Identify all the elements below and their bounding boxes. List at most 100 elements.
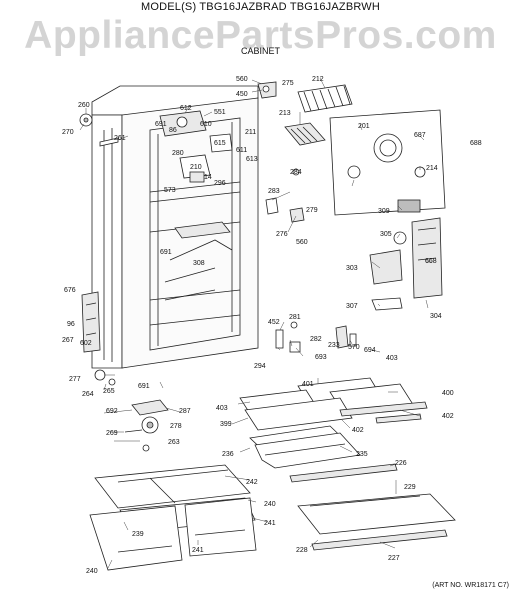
callout-label: 403 [386, 355, 398, 362]
callout-label: 402 [352, 427, 364, 434]
callout-label: 551 [214, 109, 226, 116]
callout-label: 610 [200, 121, 212, 128]
callout-label: 294 [254, 363, 266, 370]
callout-label: 279 [306, 207, 318, 214]
ice-tray [284, 122, 326, 146]
callout-label: 14 [204, 174, 212, 181]
callout-label: 309 [378, 208, 390, 215]
callout-label: 282 [310, 336, 322, 343]
section-title: CABINET [240, 46, 280, 56]
callout-label: 267 [62, 337, 74, 344]
callout-label: 560 [296, 239, 308, 246]
callout-label: 676 [64, 287, 76, 294]
callout-label: 276 [276, 231, 288, 238]
model-header: MODEL(S) TBG16JAZBRAD TBG16JAZBRWH [140, 1, 381, 13]
callout-label: 260 [78, 102, 90, 109]
callout-label: 241 [264, 520, 276, 527]
callout-label: 233 [328, 342, 340, 349]
callout-label: 602 [80, 340, 92, 347]
watermark: AppliancePartsPros.com [24, 14, 497, 57]
callout-label: 240 [86, 568, 98, 575]
callout-label: 269 [106, 430, 118, 437]
art-number: (ART NO. WR18171 C7) [432, 582, 509, 589]
callout-label: 278 [170, 423, 182, 430]
callout-label: 570 [348, 344, 360, 351]
callout-label: 303 [346, 265, 358, 272]
callout-label: 691 [160, 249, 172, 256]
callout-label: 691 [138, 383, 150, 390]
callout-label: 265 [103, 388, 115, 395]
callout-label: 284 [290, 169, 302, 176]
callout-label: 452 [268, 319, 280, 326]
callout-label: 211 [245, 129, 256, 136]
freezer-wire-shelf [297, 84, 353, 113]
callout-label: 307 [346, 303, 358, 310]
callout-label: 399 [220, 421, 232, 428]
callout-label: 287 [179, 408, 191, 415]
callout-label: 277 [69, 376, 81, 383]
cabinet-body [91, 85, 259, 369]
bottom-hinge [124, 399, 169, 452]
control-components [159, 110, 233, 183]
callout-label: 611 [236, 147, 247, 154]
callout-label: 687 [414, 132, 426, 139]
callout-label: 573 [164, 187, 176, 194]
hinge-pin [79, 113, 119, 147]
crisper-pan [249, 425, 361, 469]
callout-label: 210 [190, 164, 202, 171]
callout-label: 296 [214, 180, 226, 187]
lower-shelf [289, 463, 456, 551]
freezer-rear-panel [329, 109, 446, 216]
callout-label: 229 [404, 484, 416, 491]
damper-assembly [369, 217, 443, 311]
crisper-drawers [89, 464, 257, 571]
callout-label: 403 [216, 405, 228, 412]
callout-label: 692 [106, 408, 118, 415]
callout-label: 226 [395, 460, 407, 467]
callout-label: 235 [356, 451, 368, 458]
callout-label: 615 [214, 140, 226, 147]
callout-label: 688 [470, 140, 482, 147]
callout-label: 261 [114, 135, 126, 142]
callout-label: 239 [132, 531, 144, 538]
callout-label: 693 [315, 354, 327, 361]
leader-lines [79, 77, 432, 569]
callout-label: 668 [425, 258, 437, 265]
callout-label: 264 [82, 391, 94, 398]
callout-label: 308 [193, 260, 205, 267]
callout-label: 214 [426, 165, 438, 172]
callout-label: 402 [442, 413, 454, 420]
callout-label: 612 [180, 105, 192, 112]
callout-label: 240 [264, 501, 276, 508]
callout-label: 401 [302, 381, 314, 388]
callout-label: 212 [312, 76, 324, 83]
callout-label: 280 [172, 150, 184, 157]
callout-label: 242 [246, 479, 258, 486]
callout-label: 560 [236, 76, 248, 83]
callout-label: 305 [380, 231, 392, 238]
callout-label: 270 [62, 129, 74, 136]
callout-label: 263 [168, 439, 180, 446]
callout-label: 304 [430, 313, 442, 320]
callout-label: 694 [364, 347, 376, 354]
callout-label: 241 [192, 547, 204, 554]
callout-label: 236 [222, 451, 234, 458]
callout-label: 201 [358, 123, 370, 130]
callout-label: 400 [442, 390, 454, 397]
callout-label: 213 [279, 110, 291, 117]
top-hinge [257, 81, 277, 99]
side-hardware [81, 291, 116, 386]
glass-shelves [239, 377, 428, 431]
callout-label: 96 [67, 321, 75, 328]
callout-labels: 560 275 450 212 260 612 551 213 270 691 … [62, 76, 482, 575]
callout-label: 613 [246, 156, 258, 163]
callout-label: 283 [268, 188, 280, 195]
callout-label: 450 [236, 91, 248, 98]
callout-label: 691 [155, 121, 167, 128]
callout-label: 227 [388, 555, 400, 562]
shelf-brackets [265, 168, 357, 353]
callout-label: 281 [289, 314, 301, 321]
callout-label: 275 [282, 80, 294, 87]
